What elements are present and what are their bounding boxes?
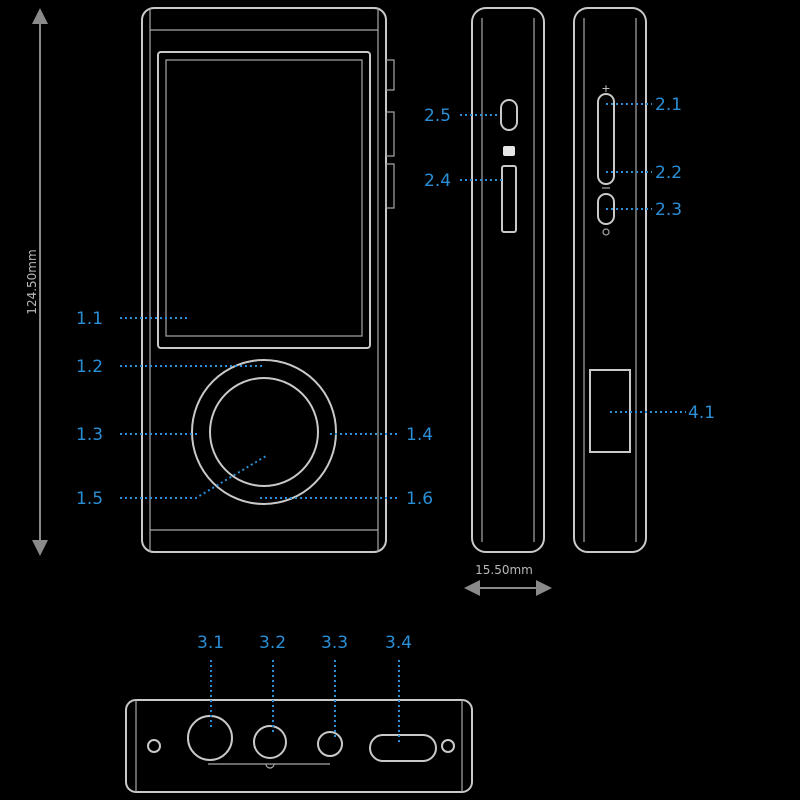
- power-button: [597, 193, 615, 225]
- label-3-1: 3.1: [197, 633, 224, 653]
- label-2-4: 2.4: [424, 171, 451, 191]
- screw-right: [441, 739, 455, 753]
- depth-dimension: 15.50mm: [464, 563, 552, 596]
- depth-arrow-right: [536, 580, 552, 596]
- height-dimension: 124.50mm: [25, 8, 48, 556]
- usb-port: [369, 734, 437, 762]
- left-side-view: [471, 7, 545, 553]
- label-2-3: 2.3: [655, 200, 682, 220]
- screen-bezel: [157, 51, 371, 349]
- label-1-1: 1.1: [76, 309, 103, 329]
- side-button-mid: [385, 111, 395, 157]
- label-1-6: 1.6: [406, 489, 433, 509]
- label-1-5: 1.5: [76, 489, 103, 509]
- label-3-2: 3.2: [259, 633, 286, 653]
- line-out-jack: [317, 731, 343, 757]
- sd-card-icon: [503, 146, 515, 156]
- front-leaders: [120, 317, 398, 499]
- front-view: [141, 7, 395, 553]
- label-2-1: 2.1: [655, 95, 682, 115]
- height-dimension-text: 124.50mm: [25, 249, 39, 314]
- label-3-4: 3.4: [385, 633, 412, 653]
- sd-card-slot: [501, 165, 517, 233]
- height-arrow-bottom: [32, 540, 48, 556]
- balanced-jack: [187, 715, 233, 761]
- power-icon: [602, 228, 610, 236]
- volume-plus-icon: +: [601, 82, 610, 95]
- bottom-body: [125, 699, 473, 793]
- wheel-outer-ring: [191, 359, 337, 505]
- screen-display: [165, 59, 363, 337]
- bottom-leaders: [210, 660, 400, 745]
- depth-dimension-text: 15.50mm: [475, 563, 533, 577]
- side-button-top: [385, 59, 395, 91]
- label-1-3: 1.3: [76, 425, 103, 445]
- label-1-2: 1.2: [76, 357, 103, 377]
- height-arrow-top: [32, 8, 48, 24]
- label-2-2: 2.2: [655, 163, 682, 183]
- front-body: [141, 7, 387, 553]
- right-side-body: [573, 7, 647, 553]
- left-side-leaders: [460, 114, 502, 181]
- volume-rocker: [597, 93, 615, 185]
- bottom-view: [125, 699, 473, 793]
- wheel-center-button: [209, 377, 319, 487]
- side-button-low: [385, 163, 395, 209]
- label-1-4: 1.4: [406, 425, 433, 445]
- reset-hole: [500, 99, 518, 131]
- depth-arrow-left: [464, 580, 480, 596]
- label-4-1: 4.1: [688, 403, 715, 423]
- right-side-view: +: [573, 7, 647, 553]
- left-side-body: [471, 7, 545, 553]
- headphone-symbol-icon: [265, 763, 275, 769]
- screw-left: [147, 739, 161, 753]
- label-2-5: 2.5: [424, 106, 451, 126]
- headphone-jack: [253, 725, 287, 759]
- label-3-3: 3.3: [321, 633, 348, 653]
